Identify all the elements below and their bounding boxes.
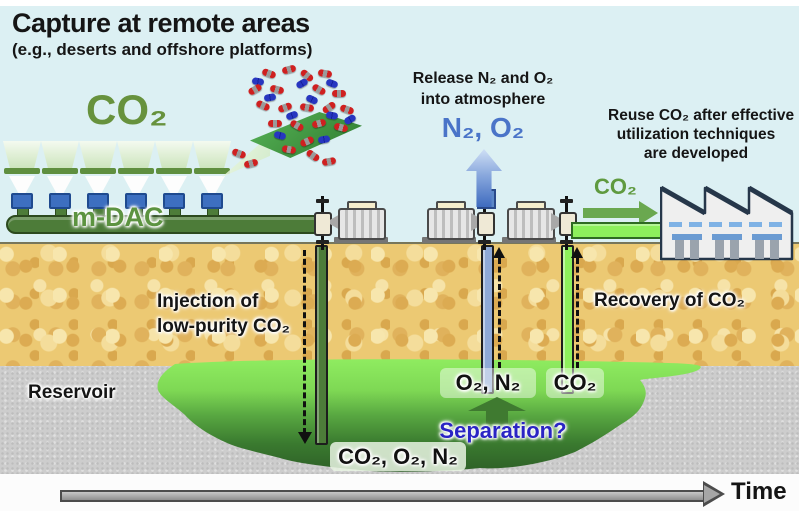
membrane-bar-icon: [4, 168, 40, 174]
time-arrow: [60, 490, 708, 502]
air-intake-glow: [3, 141, 41, 168]
o2n2-arrowhead-icon: [493, 247, 505, 258]
valve-bar-icon: [478, 240, 491, 244]
co2-reuse-arrow-icon: [583, 208, 640, 218]
air-intake-glow: [117, 141, 155, 168]
connector-icon: [125, 193, 147, 209]
connector-icon: [49, 193, 71, 209]
reuse-line3: are developed: [643, 145, 749, 162]
membrane-bar-icon: [156, 168, 192, 174]
co2-capture-label: CO₂: [86, 86, 168, 133]
reuse-line1: Reuse CO₂ after effective: [608, 107, 795, 124]
air-intake-glow: [193, 141, 231, 168]
time-label: Time: [731, 478, 787, 505]
valve-bar-icon: [316, 199, 329, 203]
injection-line2: low-purity CO₂: [157, 316, 290, 337]
co2-dashed-line: [576, 258, 579, 368]
injection-line1: Injection of: [157, 291, 259, 312]
diagram-title: Capture at remote areas: [12, 8, 310, 38]
air-intake-glow: [79, 141, 117, 168]
o2n2-well-pipe: [481, 245, 494, 394]
release-caption: Release N₂ and O₂ into atmosphere: [398, 68, 568, 110]
o2n2-label: O₂, N₂: [440, 368, 536, 398]
connector-icon: [201, 193, 223, 209]
injection-well-pipe: [315, 245, 328, 445]
n2o2-label: N₂, O₂: [441, 112, 525, 143]
reuse-line2: utilization techniques: [616, 126, 776, 143]
valve-body-icon: [314, 212, 332, 236]
connector-icon: [11, 193, 33, 209]
diagram-subtitle: (e.g., deserts and offshore platforms): [12, 40, 313, 59]
pump-base-icon: [502, 237, 556, 243]
sand-layer: [0, 242, 799, 368]
pump-motor-icon: [427, 208, 475, 240]
mdac-label: m-DAC: [72, 202, 164, 232]
connector-icon: [87, 193, 109, 209]
co2-molecule-icon: [268, 120, 282, 127]
separation-label: Separation?: [439, 418, 567, 443]
valve-bar-icon: [316, 240, 329, 244]
o2n2-dashed-line: [498, 258, 501, 368]
injection-dashed-line: [303, 250, 306, 434]
factory-pipe: [571, 222, 671, 239]
co2-molecule-icon: [332, 90, 346, 97]
membrane-bar-icon: [42, 168, 78, 174]
valve-body-icon: [477, 212, 495, 236]
air-intake-glow: [41, 141, 79, 168]
connector-icon: [163, 193, 185, 209]
co2-arrowhead-icon: [571, 247, 583, 258]
valve-bar-icon: [560, 240, 573, 244]
injection-caption: Injection of low-purity CO₂: [157, 289, 290, 339]
reservoir-label: Reservoir: [28, 382, 116, 403]
pump-base-icon: [334, 237, 388, 243]
co2-reuse-label: CO₂: [594, 174, 637, 199]
reuse-caption: Reuse CO₂ after effective utilization te…: [608, 106, 795, 163]
valve-bar-icon: [560, 199, 573, 203]
pump-motor-icon: [338, 208, 386, 240]
co2-well-label: CO₂: [546, 368, 604, 398]
membrane-bar-icon: [80, 168, 116, 174]
membrane-bar-icon: [118, 168, 154, 174]
time-arrowhead-icon: [704, 485, 720, 503]
air-intake-glow: [155, 141, 193, 168]
mixture-label: CO₂, O₂, N₂: [330, 442, 466, 471]
membrane-bar-icon: [194, 168, 230, 174]
release-line2: into atmosphere: [420, 91, 546, 108]
pump-base-icon: [422, 237, 476, 243]
release-line1: Release N₂ and O₂: [412, 70, 554, 87]
injection-arrowhead-icon: [298, 432, 312, 444]
recovery-label: Recovery of CO₂: [594, 290, 745, 311]
co2-reuse-arrowhead-icon: [639, 201, 658, 225]
pump-motor-icon: [507, 208, 555, 240]
factory-icon: [660, 185, 794, 261]
